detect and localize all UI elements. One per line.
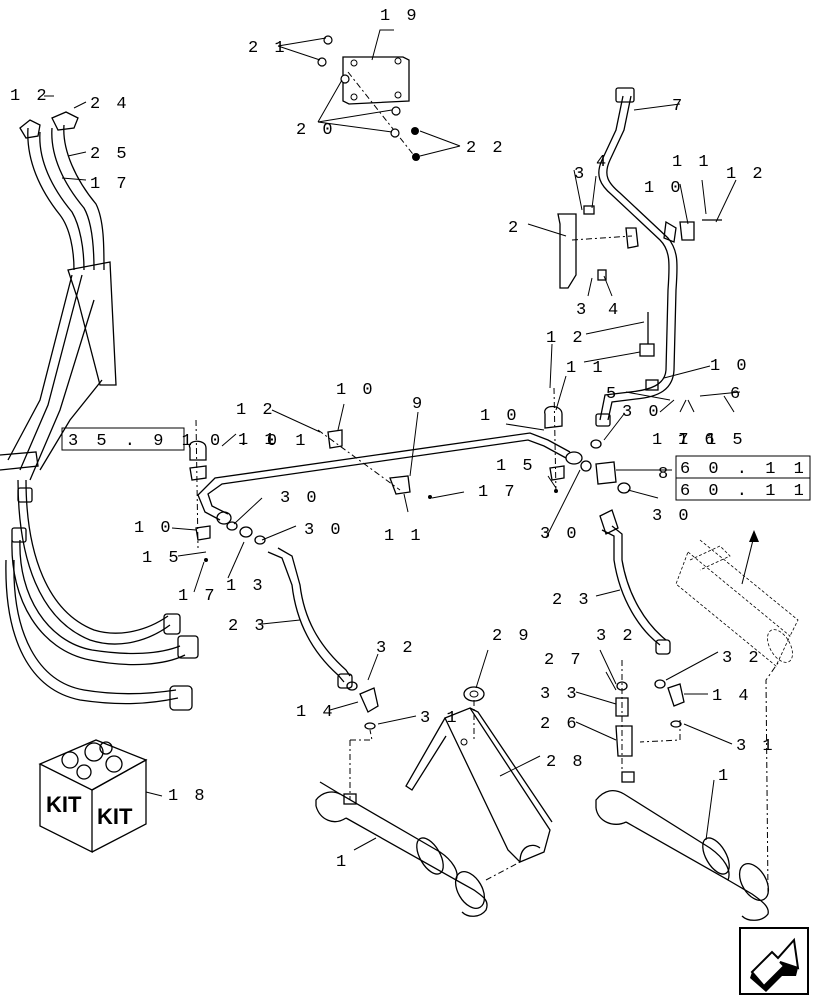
- elbow-fittings: [346, 660, 685, 800]
- callout-20: 2 0: [296, 121, 336, 140]
- callout-numbers: 1 9 2 1 2 0 2 2 1 2 2 4 2 5 1 7 7 4 3 2 …: [10, 7, 776, 872]
- callout-4-top: 4: [596, 153, 609, 172]
- callout-13: 1 3: [226, 577, 266, 596]
- reference-35-910-01: 3 5 . 9 1 0 . 0 1: [61, 427, 309, 451]
- ref-35-910-01-text: 3 5 . 9 1 0 . 0 1: [68, 432, 309, 451]
- callout-21: 2 1: [248, 39, 288, 58]
- callout-16: 1 6: [678, 431, 718, 450]
- callout-3-bottom: 3: [576, 301, 589, 320]
- callout-23-left: 2 3: [228, 617, 268, 636]
- callout-33: 3 3: [540, 685, 580, 704]
- callout-17-right: 1 7: [652, 431, 692, 450]
- callout-30-center: 3 0: [540, 525, 580, 544]
- callout-14-left: 1 4: [296, 703, 336, 722]
- mounting-plate: [317, 35, 420, 161]
- callout-11-mid: 1 1: [566, 359, 606, 378]
- tube-clamps: [188, 387, 565, 562]
- callout-2: 2: [508, 219, 521, 238]
- callout-10-center-right: 1 0: [480, 407, 520, 426]
- kit-label-left: KIT: [46, 792, 82, 817]
- callout-7: 7: [672, 97, 685, 116]
- callout-1-right: 1: [718, 767, 731, 786]
- callout-5: 5: [606, 385, 619, 404]
- hoses-23: [267, 525, 671, 689]
- callout-12-top-right: 1 2: [726, 165, 766, 184]
- cylinder-right: [595, 659, 781, 921]
- kit-box-icon: KIT KIT: [38, 739, 148, 854]
- callout-15-center: 1 5: [496, 457, 536, 476]
- callout-17-center: 1 7: [478, 483, 518, 502]
- callout-4-bottom: 4: [608, 301, 621, 320]
- reference-60-110-b: 6 0 . 1 1 0 .: [675, 477, 820, 501]
- callout-24: 2 4: [90, 95, 130, 114]
- ref-60-110-b-text: 6 0 . 1 1 0 .: [680, 482, 820, 501]
- callout-32-left: 3 2: [376, 639, 416, 658]
- bracket-2: [557, 205, 722, 391]
- callout-12-center: 1 2: [236, 401, 276, 420]
- callout-10-right: 1 0: [710, 357, 750, 376]
- callout-12-mid: 1 2: [546, 329, 586, 348]
- callout-11-left: 1 1: [238, 431, 278, 450]
- tube-9: [197, 432, 583, 525]
- reference-60-110-a: 6 0 . 1 1 0 .: [675, 455, 820, 479]
- callout-28: 2 8: [546, 753, 586, 772]
- callout-17-top-left: 1 7: [90, 175, 130, 194]
- callout-26: 2 6: [540, 715, 580, 734]
- callout-15-right: 1 5: [706, 431, 746, 450]
- callout-10-top: 1 0: [644, 179, 684, 198]
- callout-17-left: 1 7: [178, 587, 218, 606]
- bracket-28: [405, 686, 553, 863]
- callout-23-right: 2 3: [552, 591, 592, 610]
- callout-8: 8: [658, 465, 671, 484]
- callout-15-left: 1 5: [142, 549, 182, 568]
- callout-19: 1 9: [380, 7, 420, 26]
- callout-18: 1 8: [168, 787, 208, 806]
- left-hose-bundle: [0, 111, 199, 711]
- callout-30-left-lower: 3 0: [304, 521, 344, 540]
- callout-10-left: 1 0: [134, 519, 174, 538]
- callout-27: 2 7: [544, 651, 584, 670]
- callout-30-left-upper: 3 0: [280, 489, 320, 508]
- callout-1-left: 1: [336, 853, 349, 872]
- ghost-cylinder: [675, 530, 799, 667]
- callout-32-right: 3 2: [722, 649, 762, 668]
- fittings: [226, 439, 631, 545]
- callout-32-center: 3 2: [596, 627, 636, 646]
- callout-11-top: 1 1: [672, 153, 712, 172]
- kit-label-right: KIT: [97, 804, 133, 829]
- callout-9: 9: [412, 395, 425, 414]
- callout-25: 2 5: [90, 145, 130, 164]
- callout-30-upper-right: 3 0: [622, 403, 662, 422]
- cylinder-left: [315, 781, 521, 917]
- callout-30-right: 3 0: [652, 507, 692, 526]
- callout-3-top: 3: [574, 165, 587, 184]
- callout-31-left: 3 1: [420, 709, 460, 728]
- leader-lines: [44, 29, 741, 851]
- callout-11-bottom: 1 1: [384, 527, 424, 546]
- tube-7: [595, 87, 678, 427]
- callout-12-top-left: 1 2: [10, 87, 50, 106]
- callout-29: 2 9: [492, 627, 532, 646]
- callout-22: 2 2: [466, 139, 506, 158]
- callout-31-right: 3 1: [736, 737, 776, 756]
- next-page-arrow-icon[interactable]: [739, 927, 809, 995]
- ref-60-110-a-text: 6 0 . 1 1 0 .: [680, 460, 820, 479]
- callout-10-center: 1 0: [336, 381, 376, 400]
- callout-6: 6: [730, 385, 743, 404]
- callout-14-right: 1 4: [712, 687, 752, 706]
